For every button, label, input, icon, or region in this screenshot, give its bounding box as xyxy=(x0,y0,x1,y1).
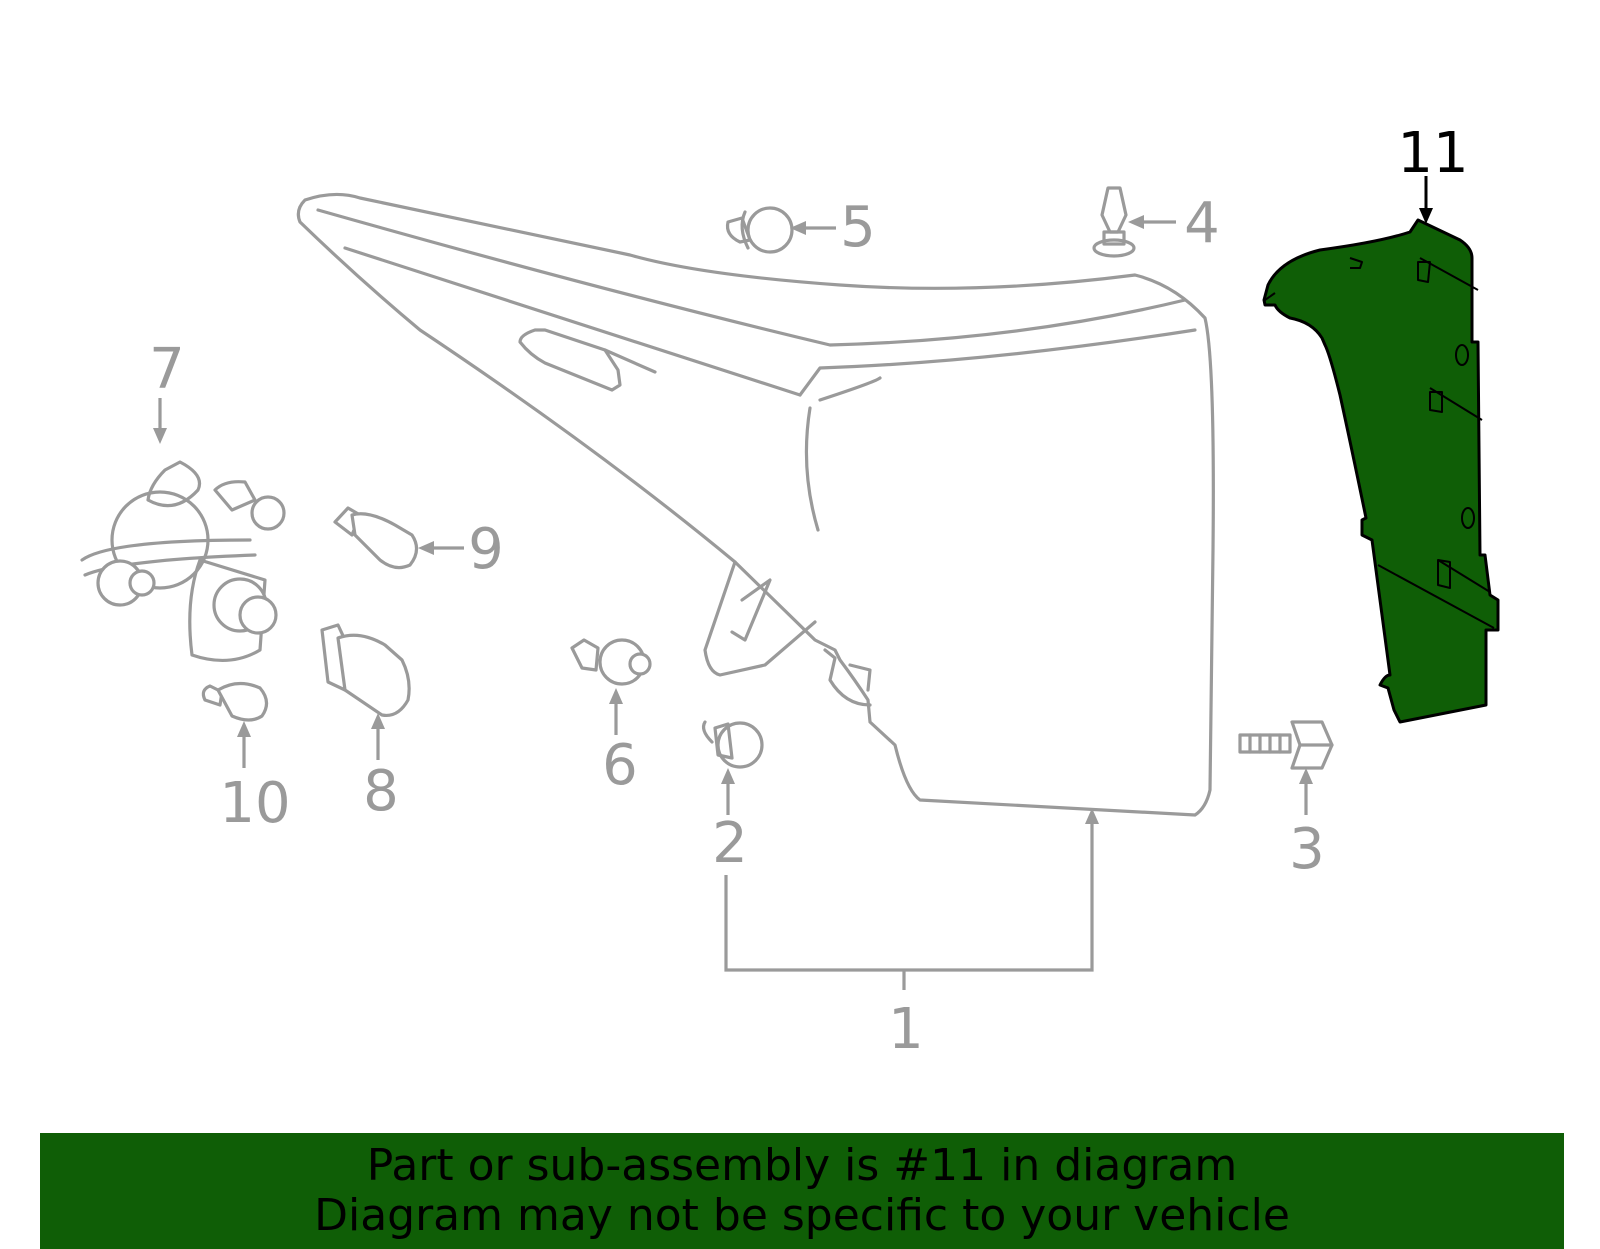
push-clip-part-4[interactable] xyxy=(1092,186,1136,258)
callout-8: 8 xyxy=(363,759,399,824)
leader-lines xyxy=(153,176,1433,990)
bracket-part-11-highlighted[interactable] xyxy=(1262,218,1500,724)
callout-11-highlighted: 11 xyxy=(1397,121,1468,186)
bolt-part-3[interactable] xyxy=(1238,720,1334,770)
tail-lamp-assembly[interactable] xyxy=(296,192,1215,817)
callout-5: 5 xyxy=(840,195,876,260)
callout-3: 3 xyxy=(1289,817,1325,882)
callout-9: 9 xyxy=(468,517,504,582)
callout-4: 4 xyxy=(1184,191,1220,256)
banner-line-part-number: Part or sub-assembly is #11 in diagram xyxy=(366,1140,1238,1191)
callout-7: 7 xyxy=(149,337,185,402)
callout-1: 1 xyxy=(888,997,924,1062)
bulb-part-10[interactable] xyxy=(201,681,269,722)
clip-part-2[interactable] xyxy=(701,720,764,769)
callout-6: 6 xyxy=(602,733,638,798)
callout-10: 10 xyxy=(219,771,290,836)
banner-line-disclaimer: Diagram may not be specific to your vehi… xyxy=(314,1190,1290,1241)
socket-harness-part-7[interactable] xyxy=(80,460,286,663)
bulb-part-8[interactable] xyxy=(320,623,411,718)
grommet-part-5[interactable] xyxy=(725,206,794,254)
callout-2: 2 xyxy=(712,811,748,876)
bulb-part-9[interactable] xyxy=(333,506,419,570)
clip-part-6[interactable] xyxy=(570,638,652,686)
info-banner: Part or sub-assembly is #11 in diagram D… xyxy=(40,1133,1564,1249)
